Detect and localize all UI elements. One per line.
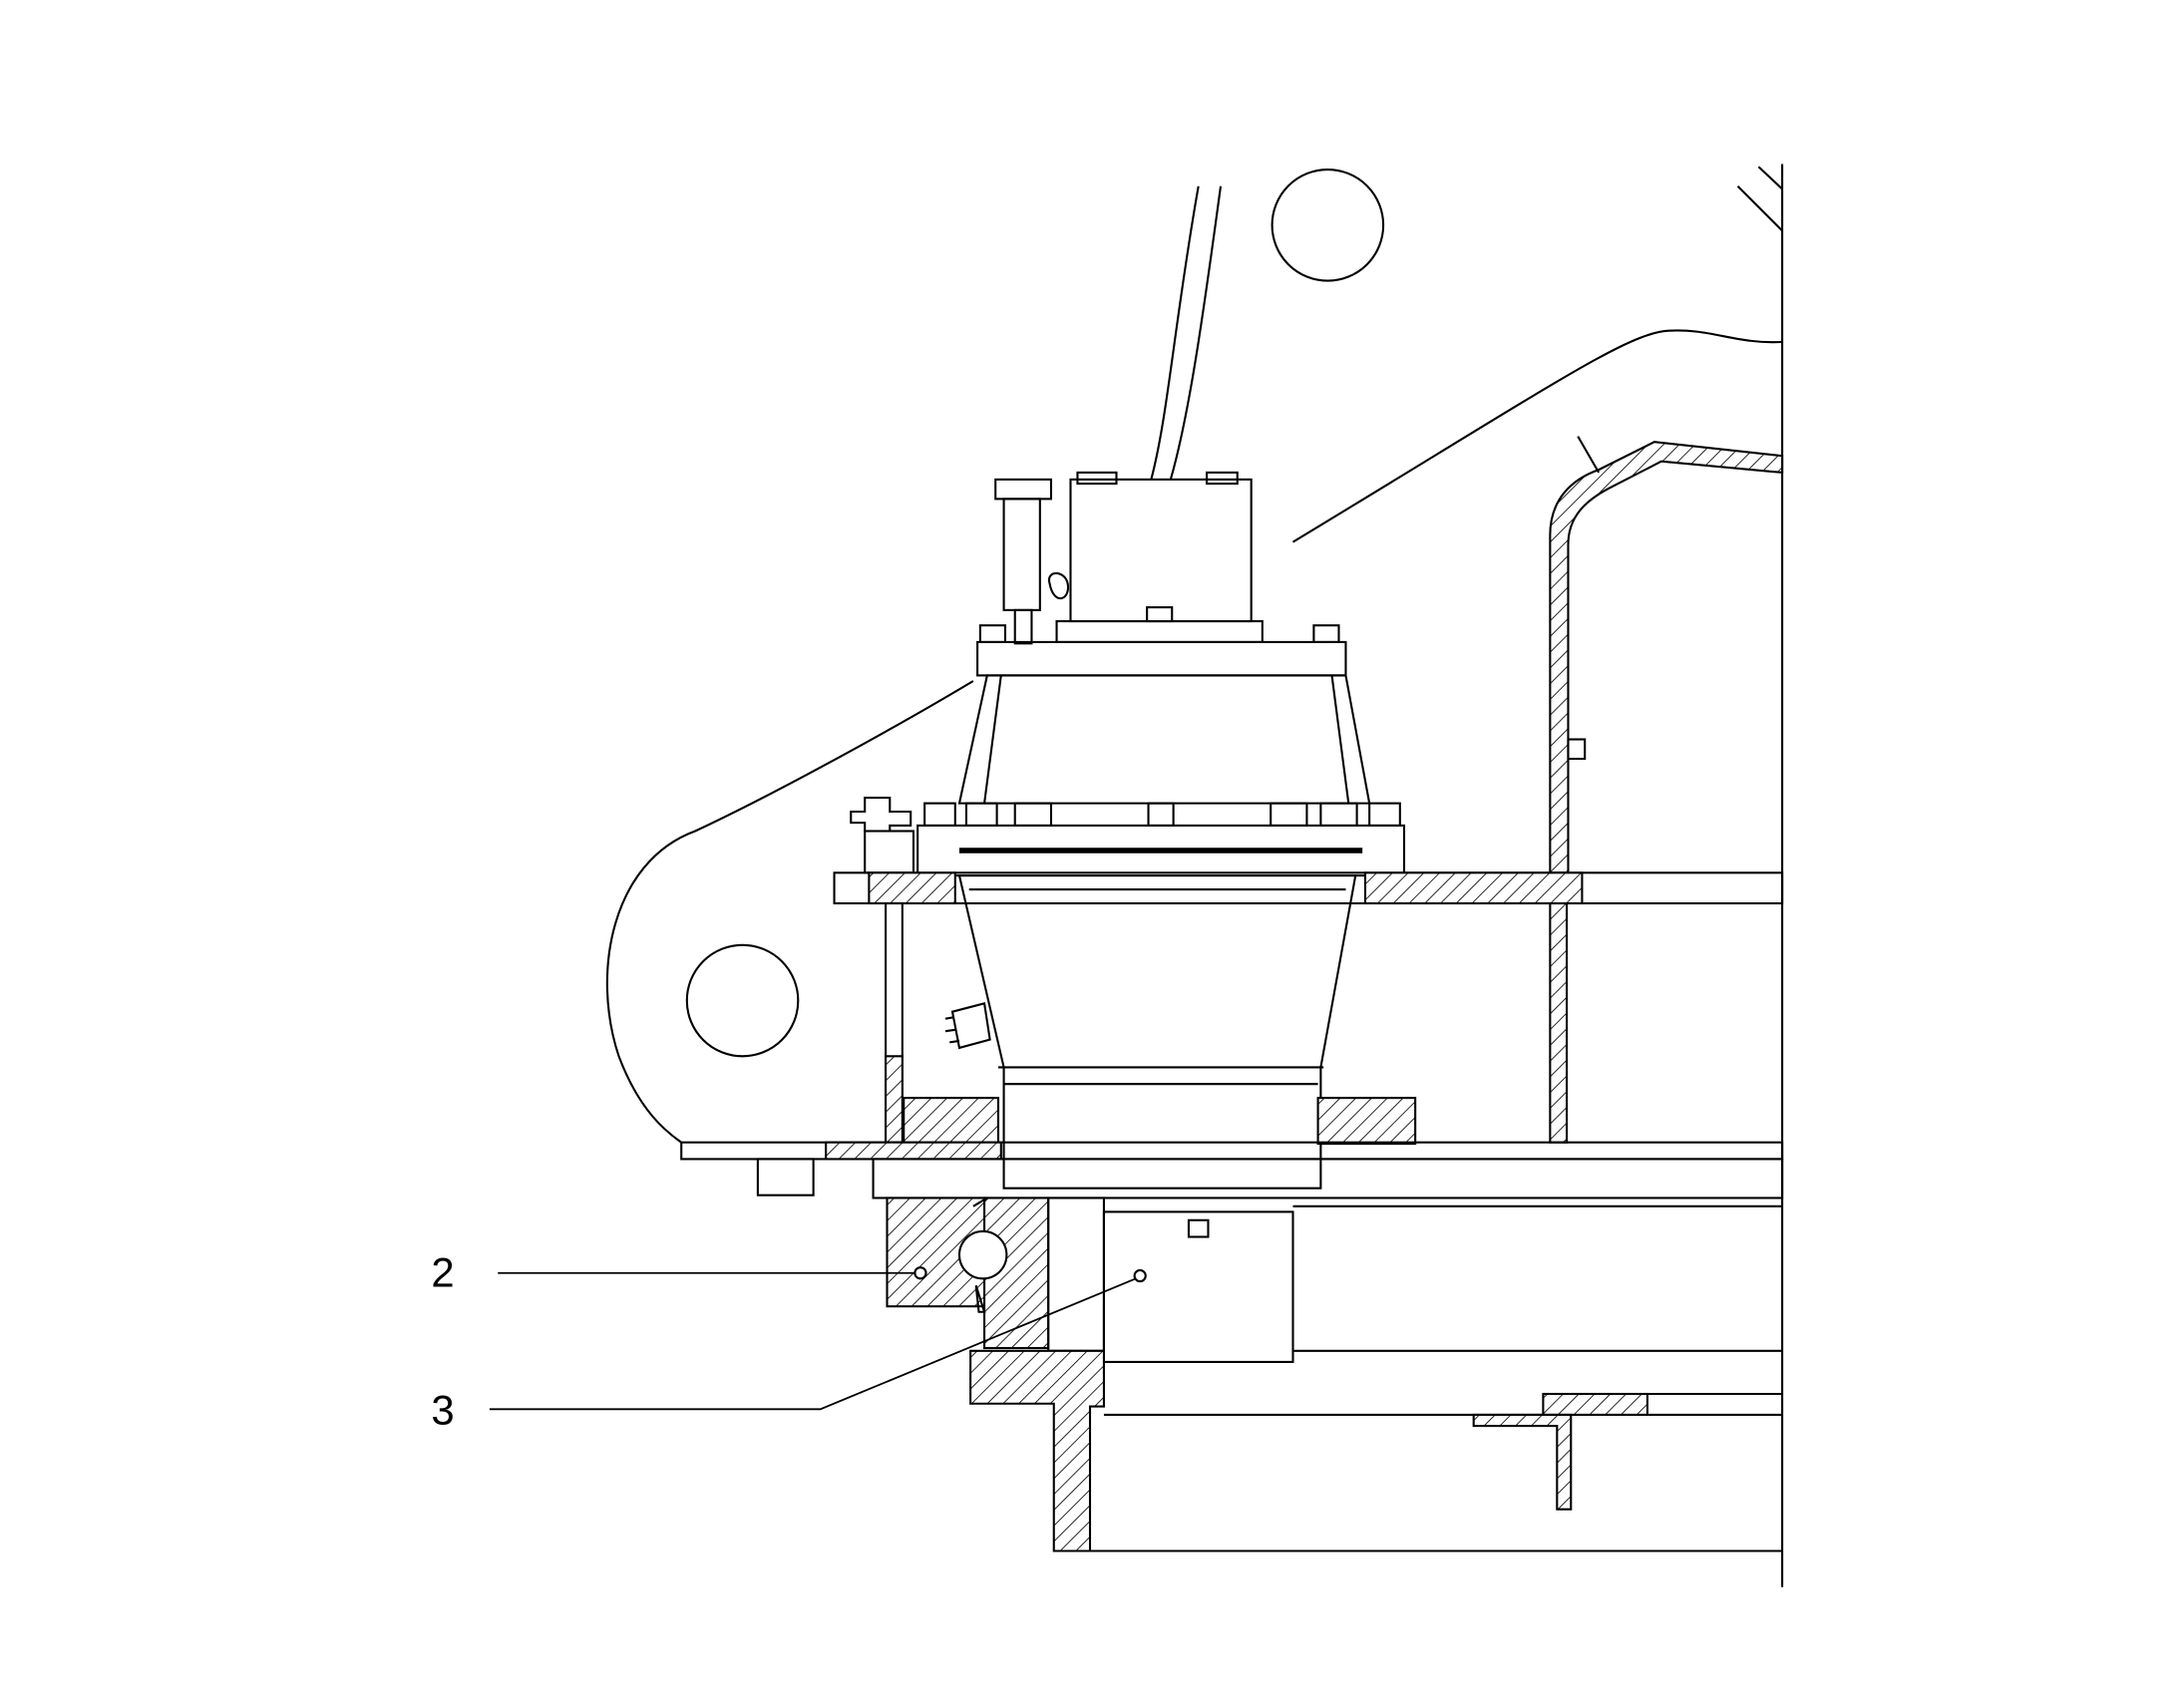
- flange-bolt: [1368, 802, 1401, 827]
- cover-plate: [1549, 441, 1784, 874]
- motor-cap: [1069, 478, 1253, 623]
- lower-deck-hatch: [825, 1141, 1002, 1161]
- flange-bolt: [964, 802, 998, 827]
- motor-plate-bolt-left: [978, 624, 1007, 643]
- motor-cap-lug-left: [1076, 471, 1118, 486]
- callout-point-3: [1133, 1268, 1147, 1283]
- bottom-bolt: [756, 1158, 815, 1196]
- callout-label-3: 3: [431, 1387, 454, 1434]
- breather-cap: [994, 478, 1053, 501]
- breather-base: [1013, 608, 1033, 645]
- flange-bolt: [1013, 802, 1053, 827]
- pivot-hole-top: [1271, 169, 1385, 282]
- bearing-block-left: [903, 1097, 1000, 1146]
- deck-section-right: [1363, 871, 1584, 905]
- cover-plate-clip: [1567, 738, 1587, 761]
- arm-bracket-outline: [1150, 185, 1783, 543]
- frame-top-right-corner: [1736, 166, 1783, 232]
- motor-plate-bolt-right: [1312, 624, 1340, 643]
- motor-cap-lug-right: [1206, 471, 1239, 486]
- inner-web: [1549, 901, 1569, 1144]
- motor-cap-bolt: [1146, 606, 1174, 623]
- callout-label-2: 2: [431, 1249, 454, 1296]
- grease-fitting: [850, 797, 912, 833]
- shaft-sleeve: [1047, 1196, 1105, 1352]
- leader-line-3: [489, 1277, 1137, 1411]
- lifting-eye: [1048, 571, 1069, 600]
- gear-housing-plug: [1187, 1218, 1210, 1238]
- deck-plate: [833, 871, 1784, 905]
- flange-bolt: [1319, 802, 1358, 827]
- drive-cone: [957, 874, 1357, 1190]
- breather-stem: [1002, 498, 1041, 611]
- base-casting: [969, 1349, 1105, 1552]
- flange-bolt: [923, 802, 956, 827]
- pinion-gear: [944, 1002, 991, 1050]
- deck-section-left: [868, 871, 956, 905]
- side-wall-hatch: [885, 1055, 904, 1144]
- sub-frame: [872, 1158, 1784, 1199]
- bearing-block-right: [1316, 1097, 1417, 1146]
- motor-plate: [976, 640, 1347, 677]
- motor-flange: [1055, 619, 1264, 643]
- seal-detail: [972, 1196, 988, 1313]
- fitting-block: [864, 830, 915, 874]
- angle-flange: [1542, 1392, 1648, 1416]
- left-lug-outline: [605, 680, 974, 1144]
- flange-bolt: [1270, 802, 1308, 827]
- flange-bolt: [1147, 802, 1175, 827]
- gear-housing: [1102, 1210, 1294, 1363]
- cover-plate-tab: [1577, 436, 1601, 474]
- callout-point-2: [913, 1266, 927, 1280]
- angle-bracket: [1472, 1413, 1573, 1511]
- bearing-ball: [957, 1229, 1008, 1280]
- gearbox-body: [957, 674, 1371, 805]
- lug-hole: [685, 943, 800, 1058]
